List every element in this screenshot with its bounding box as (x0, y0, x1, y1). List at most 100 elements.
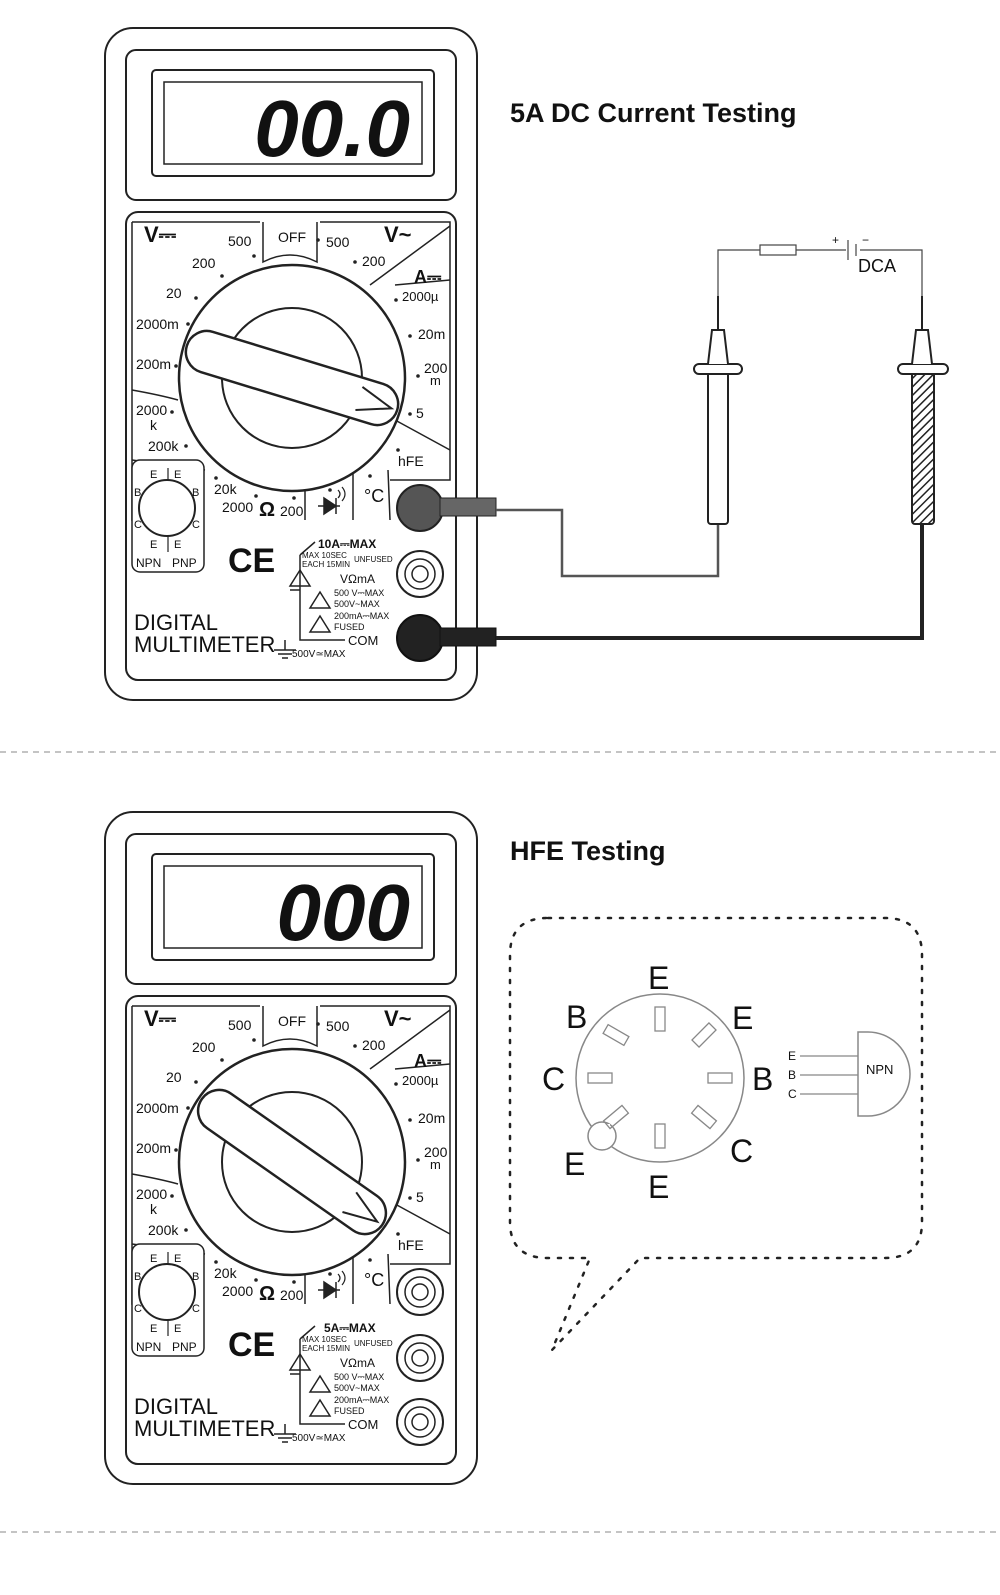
range-label: 200 (280, 1287, 304, 1303)
jack-10a[interactable] (396, 1268, 444, 1316)
range-label: 2000 (136, 402, 167, 418)
jack-com[interactable] (396, 1398, 444, 1446)
warning-icons (274, 1325, 345, 1443)
jack-note: UNFUSED (354, 555, 393, 564)
warning-icons (274, 541, 345, 659)
range-label: 200 (192, 1039, 216, 1055)
pnp-label: PNP (172, 1340, 197, 1354)
npn-transistor-icon: E B C NPN (788, 1031, 911, 1117)
range-label: m (430, 373, 441, 388)
range-label: 5 (416, 405, 424, 421)
socket-pin-label: E (564, 1146, 585, 1182)
npn-type-label: NPN (866, 1062, 893, 1077)
range-label: 200k (148, 438, 179, 454)
range-ticks (170, 1022, 420, 1284)
jack-note: FUSED (334, 622, 365, 632)
dial-pointer[interactable] (190, 1082, 394, 1243)
diode-buzzer-icon (318, 1270, 346, 1300)
jack-note: 500V~MAX (334, 599, 380, 609)
range-label: 200 (424, 1144, 448, 1160)
range-label: 2000 (136, 1186, 167, 1202)
pin-label: B (192, 1271, 199, 1283)
dc-current-heading: 5A DC Current Testing (510, 98, 797, 128)
range-label: 500 (326, 234, 350, 250)
range-label: 500 (326, 1018, 350, 1034)
jack-note: MAX 10SEC (302, 551, 347, 560)
brand-line-2: MULTIMETER (134, 1416, 275, 1441)
multimeter-2: 000 V⎓ OFF V~ A⎓ 500 200 20 2000m 200m 2… (104, 811, 478, 1485)
brand-line-1: DIGITAL (134, 610, 218, 635)
range-label: 200m (136, 356, 171, 372)
vac-label: V~ (384, 222, 412, 247)
pin-label: E (150, 539, 157, 551)
jack-note: UNFUSED (354, 1339, 393, 1348)
range-label: 200 (424, 360, 448, 376)
jack-note: 200mA⎓MAX (334, 1395, 389, 1405)
pin-label: B (192, 487, 199, 499)
adc-label: A⎓ (414, 1051, 442, 1071)
npn-label: NPN (136, 1340, 161, 1354)
jack-label-com: COM (348, 633, 378, 648)
dial-pointer[interactable] (181, 326, 404, 430)
pnp-label: PNP (172, 556, 197, 570)
range-label: k (150, 417, 158, 433)
range-label: 20k (214, 481, 238, 497)
brand-line-1: DIGITAL (134, 1394, 218, 1419)
range-label: 2000 (222, 1283, 253, 1299)
pin-label: C (192, 519, 200, 531)
temp-label: °C (364, 486, 384, 506)
lcd-display: 000 (277, 868, 410, 957)
battery-minus: − (862, 233, 869, 247)
jack-label-amax: 10A⎓MAX (318, 537, 376, 551)
range-label: 20m (418, 326, 445, 342)
off-label: OFF (278, 229, 306, 245)
range-label: 5 (416, 1189, 424, 1205)
hfe-socket-detail: E E B C E E C B (542, 960, 773, 1205)
negative-probe (897, 296, 949, 525)
vdc-label: V⎓ (144, 222, 177, 247)
adc-label: A⎓ (414, 267, 442, 287)
pin-label: C (134, 1303, 142, 1315)
range-label: k (150, 1201, 158, 1217)
range-label: 2000 (222, 499, 253, 515)
battery-plus: + (832, 233, 839, 247)
range-label: 2000m (136, 316, 179, 332)
jack-label-vma: VΩmA (340, 572, 375, 586)
range-label: m (430, 1157, 441, 1172)
jack-note: 500 V⎓MAX (334, 1372, 384, 1382)
npn-pin-label: B (788, 1068, 796, 1082)
ohm-label: Ω (259, 499, 275, 521)
hfe-label: hFE (398, 453, 424, 469)
diode-buzzer-icon (318, 486, 346, 516)
range-label: 200 (280, 503, 304, 519)
socket-pin-label: E (732, 1000, 753, 1036)
range-label: 200m (136, 1140, 171, 1156)
multimeter-1: 00.0 V⎓ OFF V~ A⎓ 500 200 20 2000m 200m … (104, 27, 497, 701)
ohm-label: Ω (259, 1283, 275, 1305)
jack-vohm[interactable] (396, 1334, 444, 1382)
jack-10a-probe[interactable] (396, 484, 444, 532)
vdc-label: V⎓ (144, 1006, 177, 1031)
pin-label: B (134, 1271, 141, 1283)
range-label: 200 (362, 1037, 386, 1053)
range-label: 2000m (136, 1100, 179, 1116)
jack-com-probe[interactable] (396, 614, 444, 662)
pin-label: E (150, 1323, 157, 1335)
pin-label: E (174, 1323, 181, 1335)
jack-note: 500V≃MAX (292, 649, 346, 660)
ce-mark: CE (228, 542, 275, 580)
range-label: 200 (192, 255, 216, 271)
jack-label-amax: 5A⎓MAX (324, 1321, 376, 1335)
pin-label: C (192, 1303, 200, 1315)
vac-label: V~ (384, 1006, 412, 1031)
jack-label-vma: VΩmA (340, 1356, 375, 1370)
dca-label: DCA (858, 256, 896, 276)
resistor-icon (759, 244, 797, 256)
npn-pin-label: C (788, 1087, 797, 1101)
socket-pin-label: E (648, 1169, 669, 1205)
npn-pin-label: E (788, 1049, 796, 1063)
hfe-label: hFE (398, 1237, 424, 1253)
jack-note: MAX 10SEC (302, 1335, 347, 1344)
pin-label: E (150, 469, 157, 481)
